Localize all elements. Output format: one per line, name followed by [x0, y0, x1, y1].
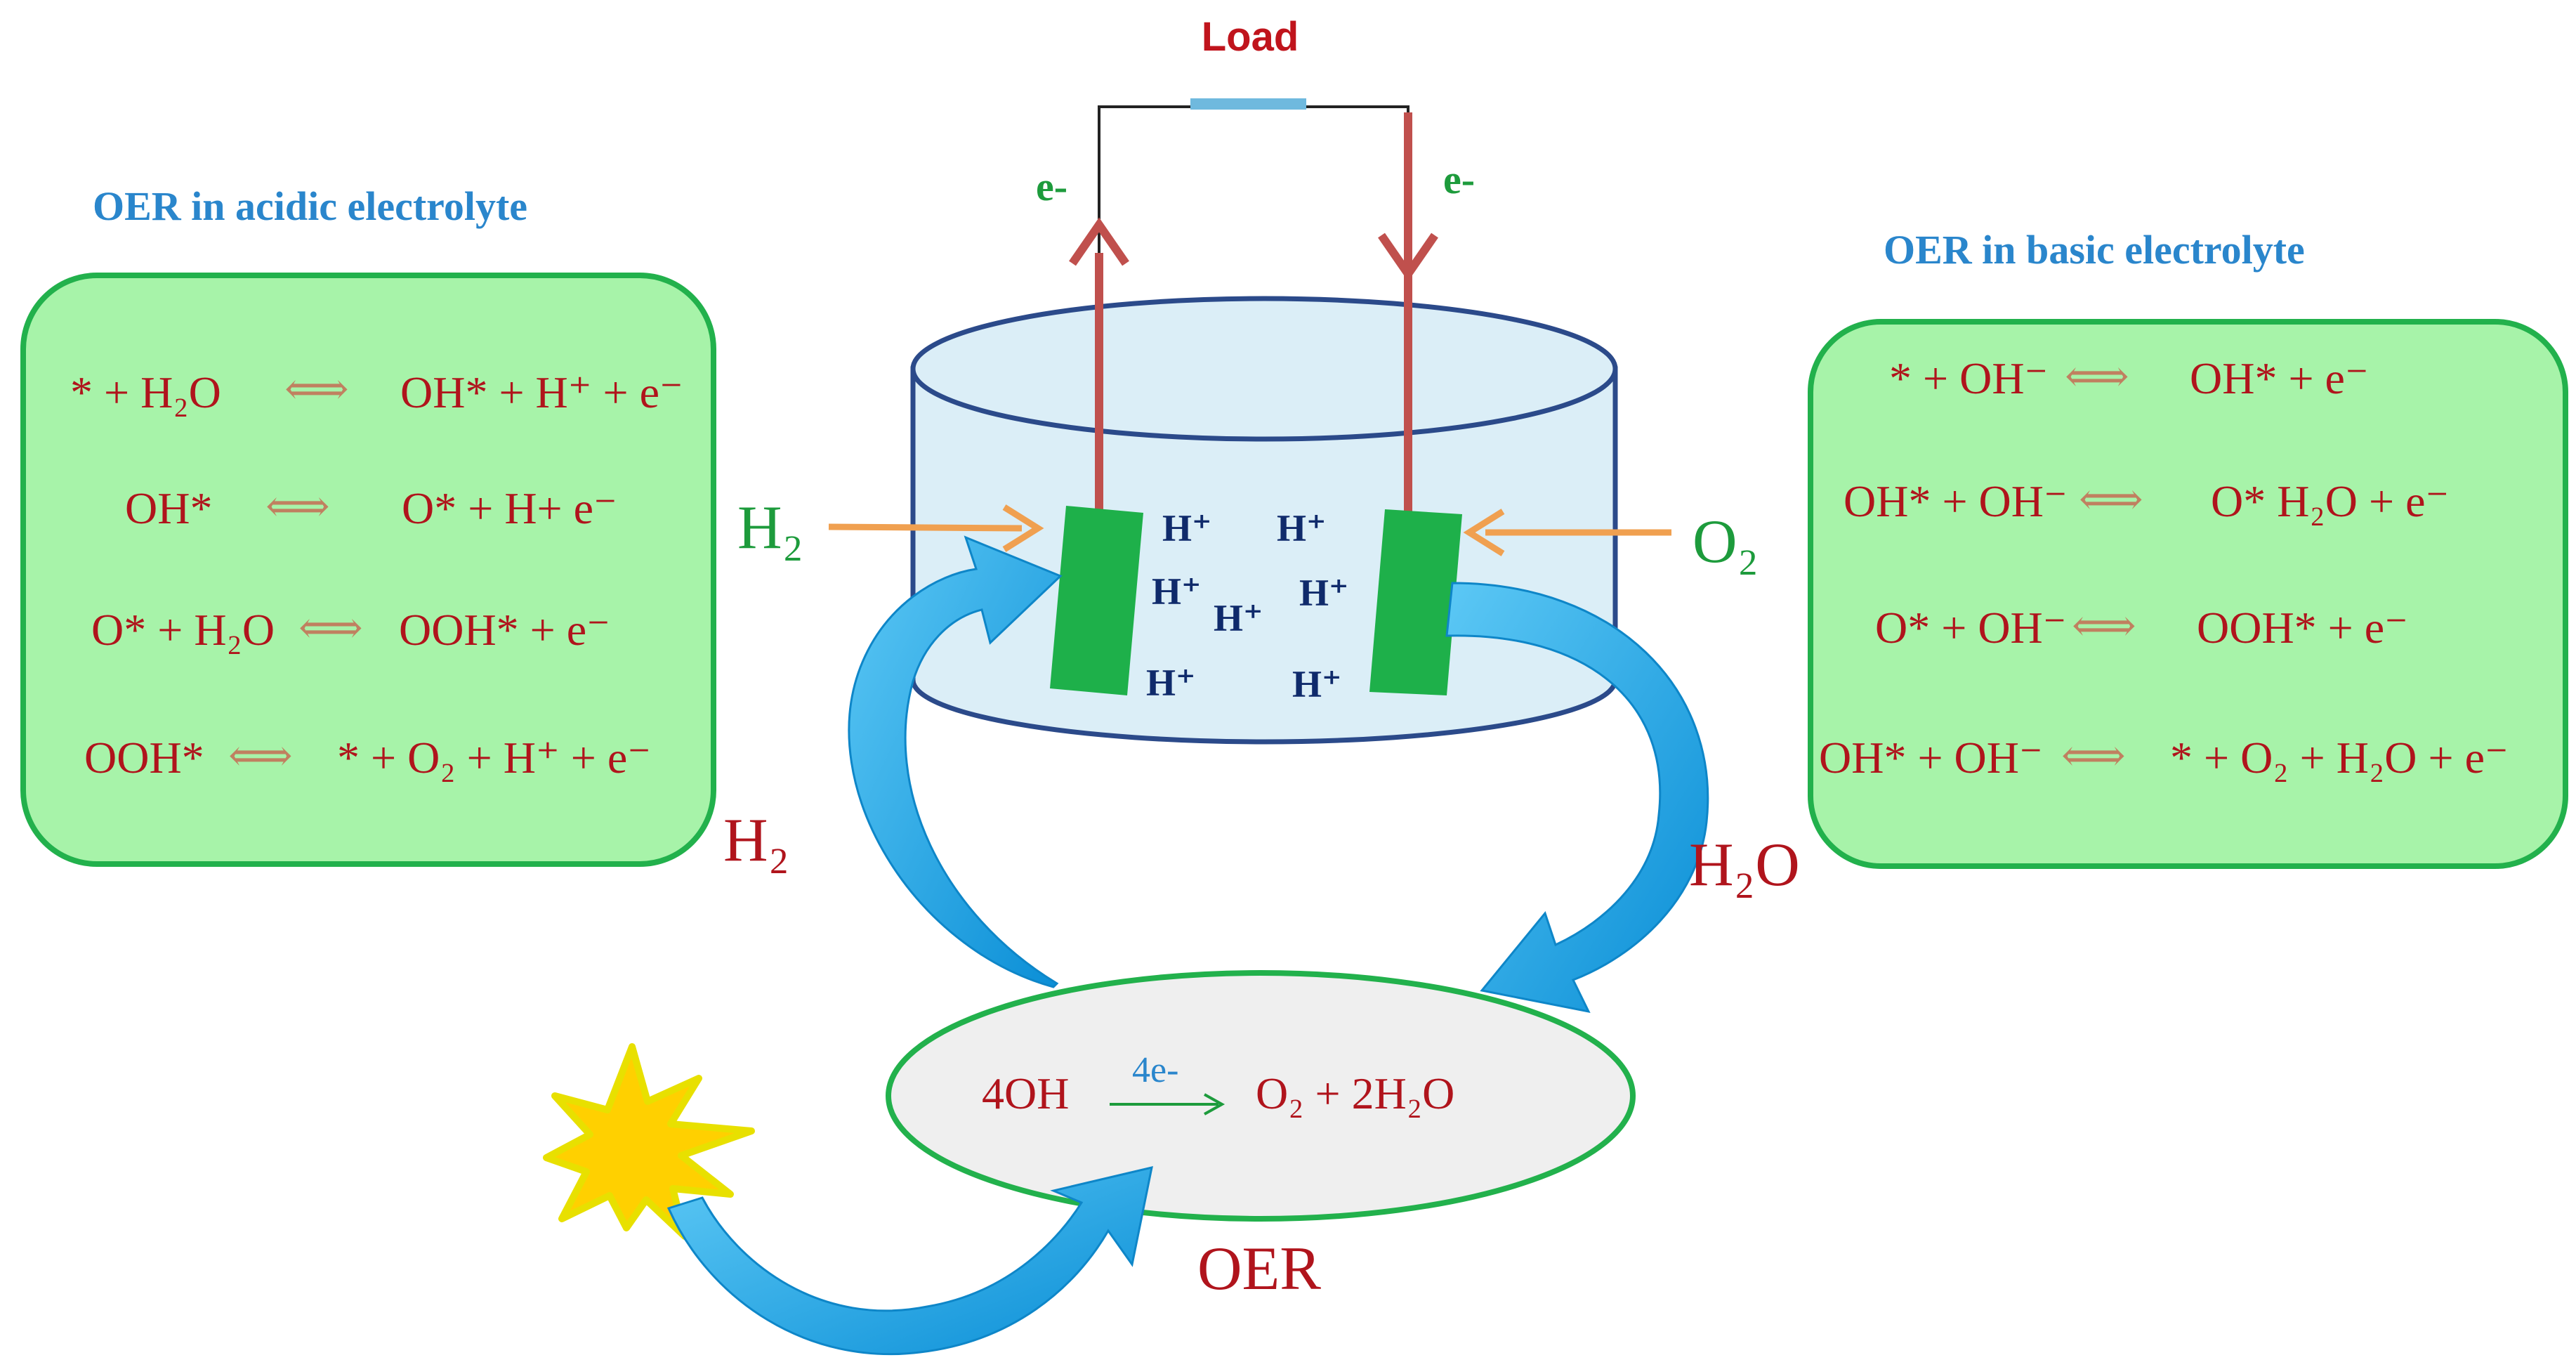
- acidic-eq-1: * + H₂O ⟺ OH* + H⁺ + e⁻: [70, 364, 683, 417]
- basic-eq-1-right: OH* + e⁻: [2190, 353, 2369, 403]
- electron-down-arrow: [1378, 233, 1438, 282]
- anode-electrode: [1050, 506, 1143, 695]
- acidic-eq-2-right: O* + H+ e⁻: [402, 483, 617, 533]
- h2o-cycle-label: H₂O: [1689, 831, 1800, 899]
- acidic-eq-1-left: * + H₂O: [70, 367, 221, 417]
- sun-to-oer-arrow: [666, 1166, 1153, 1356]
- oer-product: O₂ + 2H₂O: [1256, 1068, 1454, 1118]
- basic-eq-4: OH* + OH⁻ ⟺ * + O₂ + H₂O + e⁻: [1819, 731, 2509, 783]
- proton-1: H⁺: [1162, 507, 1212, 549]
- h2-feed-shaft: [828, 523, 1023, 532]
- basic-title: OER in basic electrolyte: [1884, 227, 2305, 273]
- oer-label: OER: [1197, 1235, 1321, 1303]
- cycle-arrows: H₂ H₂O: [723, 535, 1800, 1014]
- feed-arrows: H₂ O₂: [737, 494, 1759, 576]
- basic-eq-1: * + OH⁻ ⟺ OH* + e⁻: [1889, 351, 2369, 403]
- oer-reactant: 4OH: [982, 1068, 1069, 1118]
- basic-panel: OER in basic electrolyte * + OH⁻ ⟺ OH* +…: [1808, 227, 2568, 869]
- oer-reaction-arrow-head: [1204, 1093, 1225, 1116]
- proton-7: H⁺: [1292, 663, 1342, 705]
- double-arrow-icon: ⟺: [2079, 474, 2143, 524]
- acidic-panel: OER in acidic electrolyte * + H₂O ⟺ OH* …: [20, 183, 716, 867]
- sun-icon: [543, 1043, 755, 1240]
- o2-feed-label: O₂: [1693, 508, 1759, 576]
- proton-4: H⁺: [1214, 597, 1263, 639]
- basic-box: [1808, 319, 2568, 869]
- acidic-eq-3-right: OOH* + e⁻: [399, 605, 610, 655]
- oer-arrow-label: 4e-: [1132, 1050, 1178, 1090]
- acidic-eq-2-left: OH*: [125, 483, 212, 533]
- proton-5: H⁺: [1299, 572, 1349, 614]
- oer-reaction: 4OH 4e- O₂ + 2H₂O OER: [886, 970, 1636, 1303]
- acidic-eq-4-right: * + O₂ + H⁺ + e⁻: [337, 733, 651, 783]
- h2-cycle-label: H₂: [723, 806, 789, 875]
- basic-eq-4-left: OH* + OH⁻: [1819, 733, 2043, 783]
- basic-eq-1-left: * + OH⁻: [1889, 353, 2048, 403]
- acidic-box: [20, 273, 716, 867]
- h2-feed-head: [1002, 504, 1044, 552]
- basic-eq-4-right: * + O₂ + H₂O + e⁻: [2170, 733, 2509, 783]
- acidic-eq-1-right: OH* + H⁺ + e⁻: [400, 367, 683, 417]
- double-arrow-icon: ⟺: [2061, 731, 2126, 780]
- load-resistor: [1190, 98, 1306, 110]
- acidic-eq-2: OH* ⟺ O* + H+ e⁻: [125, 481, 617, 533]
- load-label: Load: [1202, 14, 1299, 60]
- basic-eq-2: OH* + OH⁻ ⟺ O* H₂O + e⁻: [1844, 474, 2449, 526]
- acidic-eq-3: O* + H₂O ⟺ OOH* + e⁻: [91, 603, 610, 655]
- proton-2: H⁺: [1277, 507, 1327, 549]
- basic-eq-3-left: O* + OH⁻: [1875, 603, 2067, 653]
- double-arrow-icon: ⟺: [2065, 351, 2129, 401]
- cathode-electrode: [1369, 509, 1462, 695]
- double-arrow-icon: ⟺: [298, 603, 363, 653]
- sunlight: [543, 1043, 1153, 1356]
- electrochemical-cell: H⁺ H⁺ H⁺ H⁺ H⁺ H⁺ H⁺: [910, 295, 1618, 745]
- acidic-title: OER in acidic electrolyte: [93, 183, 527, 229]
- oer-ellipse: [886, 970, 1636, 1222]
- double-arrow-icon: ⟺: [284, 364, 349, 414]
- basic-eq-2-right: O* H₂O + e⁻: [2211, 476, 2449, 526]
- electron-label-left: e-: [1036, 164, 1067, 209]
- h2-cycle-arrow: [848, 535, 1063, 988]
- h2-feed-label: H₂: [737, 494, 803, 562]
- double-arrow-icon: ⟺: [2072, 601, 2136, 650]
- electron-label-right: e-: [1443, 157, 1475, 202]
- acidic-eq-3-left: O* + H₂O: [91, 605, 275, 655]
- basic-eq-2-left: OH* + OH⁻: [1844, 476, 2068, 526]
- double-arrow-icon: ⟺: [265, 481, 330, 531]
- proton-6: H⁺: [1146, 662, 1196, 704]
- electron-up-arrow: [1069, 217, 1129, 266]
- basic-eq-3-right: OOH* + e⁻: [2197, 603, 2408, 653]
- double-arrow-icon: ⟺: [228, 731, 293, 780]
- basic-eq-3: O* + OH⁻ ⟺ OOH* + e⁻: [1875, 601, 2408, 653]
- h2o-cycle-arrow: [1445, 582, 1709, 1014]
- proton-3: H⁺: [1152, 570, 1202, 613]
- cylinder-top: [910, 296, 1618, 442]
- o2-feed-head: [1463, 509, 1505, 556]
- acidic-eq-4-left: OOH*: [84, 733, 204, 783]
- acidic-eq-4: OOH* ⟺ * + O₂ + H⁺ + e⁻: [84, 731, 651, 783]
